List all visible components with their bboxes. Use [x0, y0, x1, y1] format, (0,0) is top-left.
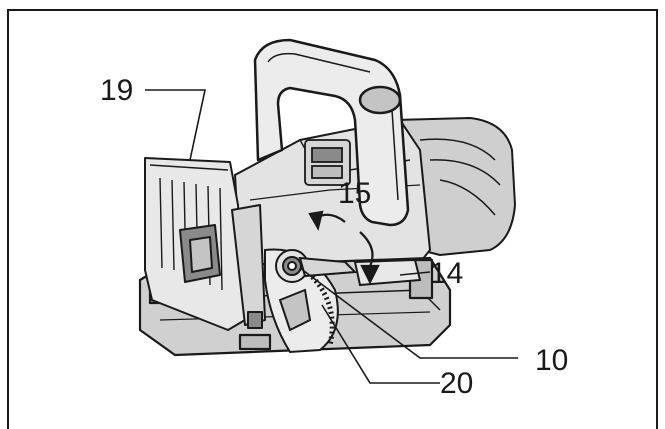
fence [144, 157, 266, 331]
rotation-arrows [308, 210, 380, 285]
callout-15: 15 [338, 177, 371, 210]
adjust-knob [275, 249, 422, 287]
leader-lines [145, 89, 518, 384]
leader-19 [145, 89, 206, 161]
callout-10: 10 [535, 344, 568, 377]
switch-box [304, 139, 351, 186]
top-handle [253, 38, 410, 227]
leader-20 [321, 304, 440, 384]
leader-10 [299, 267, 518, 359]
callout-19: 19 [100, 74, 133, 107]
callout-14: 14 [430, 257, 463, 290]
callout-20: 20 [440, 367, 473, 400]
leader-14 [399, 271, 431, 276]
